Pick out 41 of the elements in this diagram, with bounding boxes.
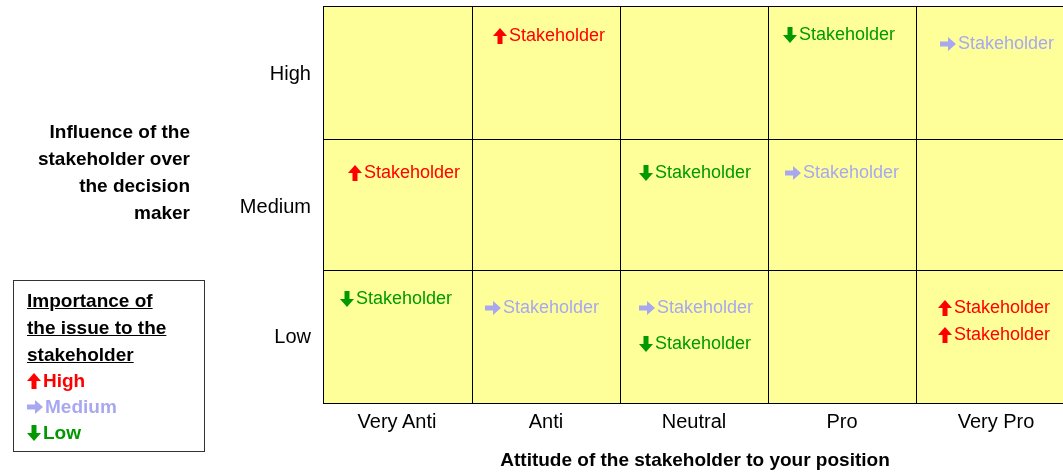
axis-title: Attitude of the stakeholder to your position [500,449,890,471]
stakeholder-label: Stakeholder [655,333,752,354]
row-label: Medium [239,195,311,218]
stakeholder-label: Stakeholder [503,297,600,318]
stakeholder-label: Stakeholder [356,288,453,309]
grid-cell [916,270,1063,404]
stakeholder-label: Stakeholder [509,25,606,46]
column-label: Very Anti [357,410,437,433]
row-label: High [269,62,311,85]
stakeholder-label: Stakeholder [655,162,752,183]
grid-cell [620,6,769,140]
legend-title: Importance of the issue to the stakeholder [27,289,168,367]
stakeholder-label: Stakeholder [803,162,900,183]
stakeholder-label: Stakeholder [364,162,461,183]
stakeholder-label: Stakeholder [954,324,1051,345]
grid-cell [472,6,621,140]
grid-cell [768,139,917,271]
legend-label: Medium [45,396,117,417]
grid-cell [323,6,473,140]
stakeholder-label: Stakeholder [799,24,896,45]
stakeholder-label: Stakeholder [958,33,1055,54]
legend-label: Low [43,422,81,443]
legend-label: High [43,370,86,391]
row-label: Low [274,325,311,348]
axis-title: Influence of the stakeholder over the decision maker [36,120,190,225]
grid-cell [916,6,1063,140]
grid-cell [323,139,473,271]
stakeholder-label: Stakeholder [954,297,1051,318]
grid-cell [620,270,769,404]
grid-cell [916,139,1063,271]
column-label: Anti [528,410,564,433]
grid-cell [323,270,473,404]
column-label: Pro [826,410,858,433]
grid-cell [620,139,769,271]
column-label: Very Pro [957,410,1035,433]
grid-cell [472,270,621,404]
column-label: Neutral [661,410,727,433]
grid-cell [768,270,917,404]
grid-cell [768,6,917,140]
grid-cell [472,139,621,271]
stakeholder-label: Stakeholder [657,297,754,318]
